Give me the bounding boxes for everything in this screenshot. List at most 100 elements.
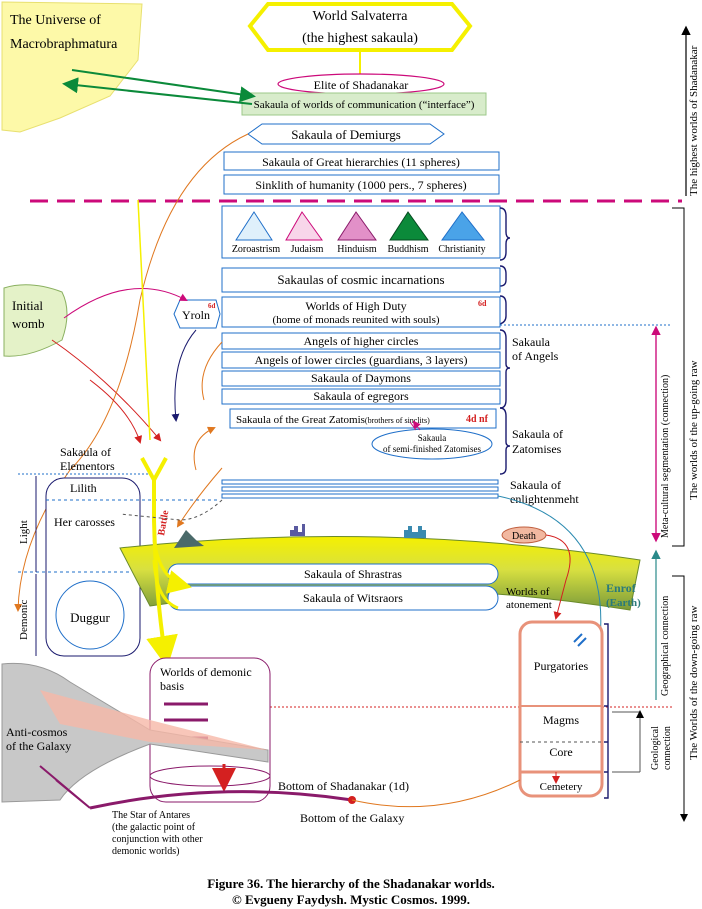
enrof-label-1: Enrof xyxy=(606,581,637,595)
atonement-label-2: atonement xyxy=(506,599,552,611)
orange-small-curve-2 xyxy=(193,426,216,471)
antares-label-3: conjunction with other xyxy=(112,834,203,845)
sakaula-angels-label-2: of Angels xyxy=(512,349,559,363)
death-label: Death xyxy=(512,531,536,542)
brace-angels xyxy=(499,329,511,409)
enlightenment-line-2 xyxy=(221,486,499,492)
anti-cosmos-pink xyxy=(40,690,268,750)
religion-label-buddhism: Buddhism xyxy=(387,244,428,255)
zatomis-main: Sakaula of the Great Zatomis xyxy=(236,414,365,426)
angels-higher-box xyxy=(221,332,501,350)
semi-zatomises-label-1: Sakaula xyxy=(418,433,447,443)
meta-label: Meta-cultural segmentation (connection) xyxy=(660,375,671,538)
interface-box xyxy=(241,92,487,116)
demonic-basis-bottom xyxy=(149,765,271,787)
high-duty-label-2: (home of monads reunited with souls) xyxy=(272,314,439,326)
religion-label-christianity: Christianity xyxy=(438,244,485,255)
womb-arrow-yroln xyxy=(63,288,188,319)
temple-icon xyxy=(404,526,426,538)
green-arrow-to-universe xyxy=(62,77,253,105)
christianity-pyramid xyxy=(441,211,486,241)
green-arrow-to-interface xyxy=(71,69,256,103)
lilith-label: Lilith xyxy=(70,481,97,495)
yellow-thin-line xyxy=(137,199,151,441)
religion-label-hinduism: Hinduism xyxy=(337,244,377,255)
initial-womb-label-2: womb xyxy=(12,316,45,331)
demonic-label: Demonic xyxy=(18,600,30,640)
egregors-box xyxy=(221,388,501,405)
battle-label: Battle xyxy=(156,509,171,537)
demiurgs-label: Sakaula of Demiurgs xyxy=(291,127,401,142)
core-label: Core xyxy=(549,745,572,759)
witsraors-box xyxy=(167,585,499,611)
mountain-icon xyxy=(174,530,204,548)
great-hierarchies-box xyxy=(223,151,500,171)
cosmic-incarnations-box xyxy=(221,267,501,293)
her-carosses-label: Her carosses xyxy=(54,515,115,529)
anti-cosmos-label-1: Anti-cosmos xyxy=(6,725,68,739)
antares-label-4: demonic worlds) xyxy=(112,846,180,857)
death-red-arrow xyxy=(545,534,571,620)
bottom-shadanakar-curve xyxy=(89,790,353,810)
battle-yellow-branch-1 xyxy=(152,539,192,594)
geological-label-2: connection xyxy=(662,726,673,770)
zoroastrism-pyramid xyxy=(235,211,273,241)
elementors-label-1: Sakaula of xyxy=(60,445,111,459)
angels-lower-label: Angels of lower circles (guardians, 3 la… xyxy=(255,353,468,367)
demonic-basis-label-2: basis xyxy=(160,679,184,693)
yroln-tag-6d: 6d xyxy=(208,302,216,310)
interface-label: Sakaula of worlds of communication (“int… xyxy=(254,99,475,111)
universe-label-2: Macrobraphmatura xyxy=(10,37,118,52)
salvaterra-label-2: (the highest sakaula) xyxy=(302,31,418,46)
shrastras-label: Sakaula of Shrastras xyxy=(304,567,402,581)
brace-highduty xyxy=(499,295,507,325)
cemetery-label: Cemetery xyxy=(540,781,583,793)
salvaterra-label-1: World Salvaterra xyxy=(313,9,409,24)
angels-higher-label: Angels of higher circles xyxy=(304,334,419,348)
initial-womb-label-1: Initial xyxy=(12,298,43,313)
magms-label: Magms xyxy=(543,713,579,727)
sakaula-angels-label-1: Sakaula xyxy=(512,335,551,349)
sinklith-label: Sinklith of humanity (1000 pers., 7 sphe… xyxy=(255,178,466,192)
battle-yellow-branch-2 xyxy=(152,559,179,610)
egregors-label: Sakaula of egregors xyxy=(313,389,409,403)
enrof-label-2: (Earth) xyxy=(606,597,641,609)
antares-label-2: (the galactic point of xyxy=(112,822,196,833)
enlightenment-label-1: Sakaula of xyxy=(510,478,561,492)
antares-rays xyxy=(39,765,91,809)
bottom-galaxy-label: Bottom of the Galaxy xyxy=(300,811,404,825)
antares-label-1: The Star of Antares xyxy=(112,810,190,821)
universe-label-1: The Universe of xyxy=(10,13,101,28)
yroln-navy-arrow xyxy=(171,329,197,422)
brace-cosmic xyxy=(499,265,507,287)
enlightenment-label-2: enlightenmeht xyxy=(510,492,579,506)
zatomis-tag-4d: 4d nf xyxy=(466,414,489,425)
duggur-label: Duggur xyxy=(70,610,110,625)
highest-label: The highest worlds of Shadanakar xyxy=(688,45,700,196)
enlightenment-line-3 xyxy=(221,493,499,499)
purgatories-label: Purgatories xyxy=(534,659,589,673)
upgoing-bracket xyxy=(672,207,685,547)
geological-bracket xyxy=(612,711,640,773)
elementors-label-2: Elementors xyxy=(60,459,115,473)
great-hierarchies-label: Sakaula of Great hierarchies (11 spheres… xyxy=(262,155,460,169)
upgoing-label: The worlds of the up-going raw xyxy=(688,360,700,500)
semi-zatomises-arrows xyxy=(410,422,420,431)
geographical-label: Geographical connection xyxy=(660,596,671,696)
yroln-label: Yroln xyxy=(182,308,210,322)
witsraors-label: Sakaula of Witsraors xyxy=(303,591,403,605)
atonement-label-1: Worlds of xyxy=(506,586,550,598)
cosmic-incarnations-label: Sakaulas of cosmic incarnations xyxy=(277,272,444,287)
purgatories-right-brackets xyxy=(604,623,609,799)
high-duty-label-1: Worlds of High Duty xyxy=(305,299,406,313)
religion-label-judaism: Judaism xyxy=(291,244,324,255)
yroln-shape xyxy=(173,299,221,329)
bottom-shadanakar-label: Bottom of Shadanakar (1d) xyxy=(278,779,409,793)
elite-label: Elite of Shadanakar xyxy=(314,78,409,92)
angels-lower-box xyxy=(221,351,501,369)
downgoing-bracket xyxy=(672,575,685,818)
high-duty-tag-6d: 6d xyxy=(478,299,487,308)
orange-small-curve-3 xyxy=(176,467,223,528)
semi-zatomises-label-2: of semi-finished Zatomises xyxy=(383,444,481,454)
